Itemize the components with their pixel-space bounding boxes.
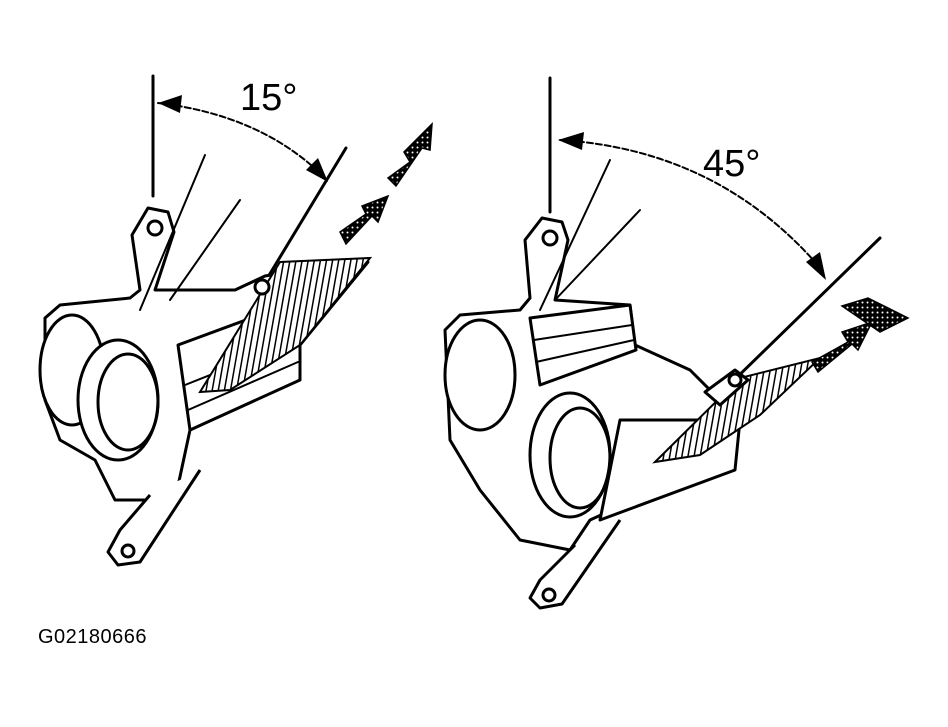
right-view: 45° [443, 76, 910, 610]
angle-arc [559, 139, 823, 271]
housing-line-1 [139, 154, 206, 311]
arc-arrowhead-start [558, 132, 584, 150]
mounting-arm [106, 469, 202, 567]
arc-arrowhead-start [158, 95, 182, 113]
direction-arrow-1 [810, 320, 874, 374]
mount-hole-bottom [120, 543, 136, 559]
mount-hole-top [146, 219, 164, 237]
box-seam-2 [187, 361, 299, 411]
box-seam-1 [533, 324, 633, 341]
direction-arrow-2 [386, 122, 433, 188]
housing-line-1 [539, 159, 611, 311]
angle-arc [157, 102, 323, 176]
mount-hole-top [541, 229, 559, 247]
mounting-arm [528, 519, 622, 610]
wiper-pivot [253, 278, 271, 296]
wiper-pivot [727, 372, 743, 388]
housing-line-2 [169, 199, 241, 301]
angle-label-45: 45° [703, 143, 760, 185]
arc-arrowhead-end [806, 252, 826, 280]
angle-label-15: 15° [240, 77, 297, 119]
direction-arrow-1 [339, 194, 390, 246]
figure-code: G02180666 [38, 626, 148, 648]
left-view: 15° [38, 74, 433, 567]
lens-front-inner [96, 352, 160, 452]
lens-front-inner [548, 406, 612, 510]
direction-arrow-2 [840, 297, 910, 333]
box-seam-2 [535, 339, 635, 363]
mount-hole-bottom [541, 587, 557, 603]
arc-arrowhead-end [306, 158, 328, 182]
lens-rear [443, 318, 517, 432]
housing-line-2 [554, 209, 641, 301]
